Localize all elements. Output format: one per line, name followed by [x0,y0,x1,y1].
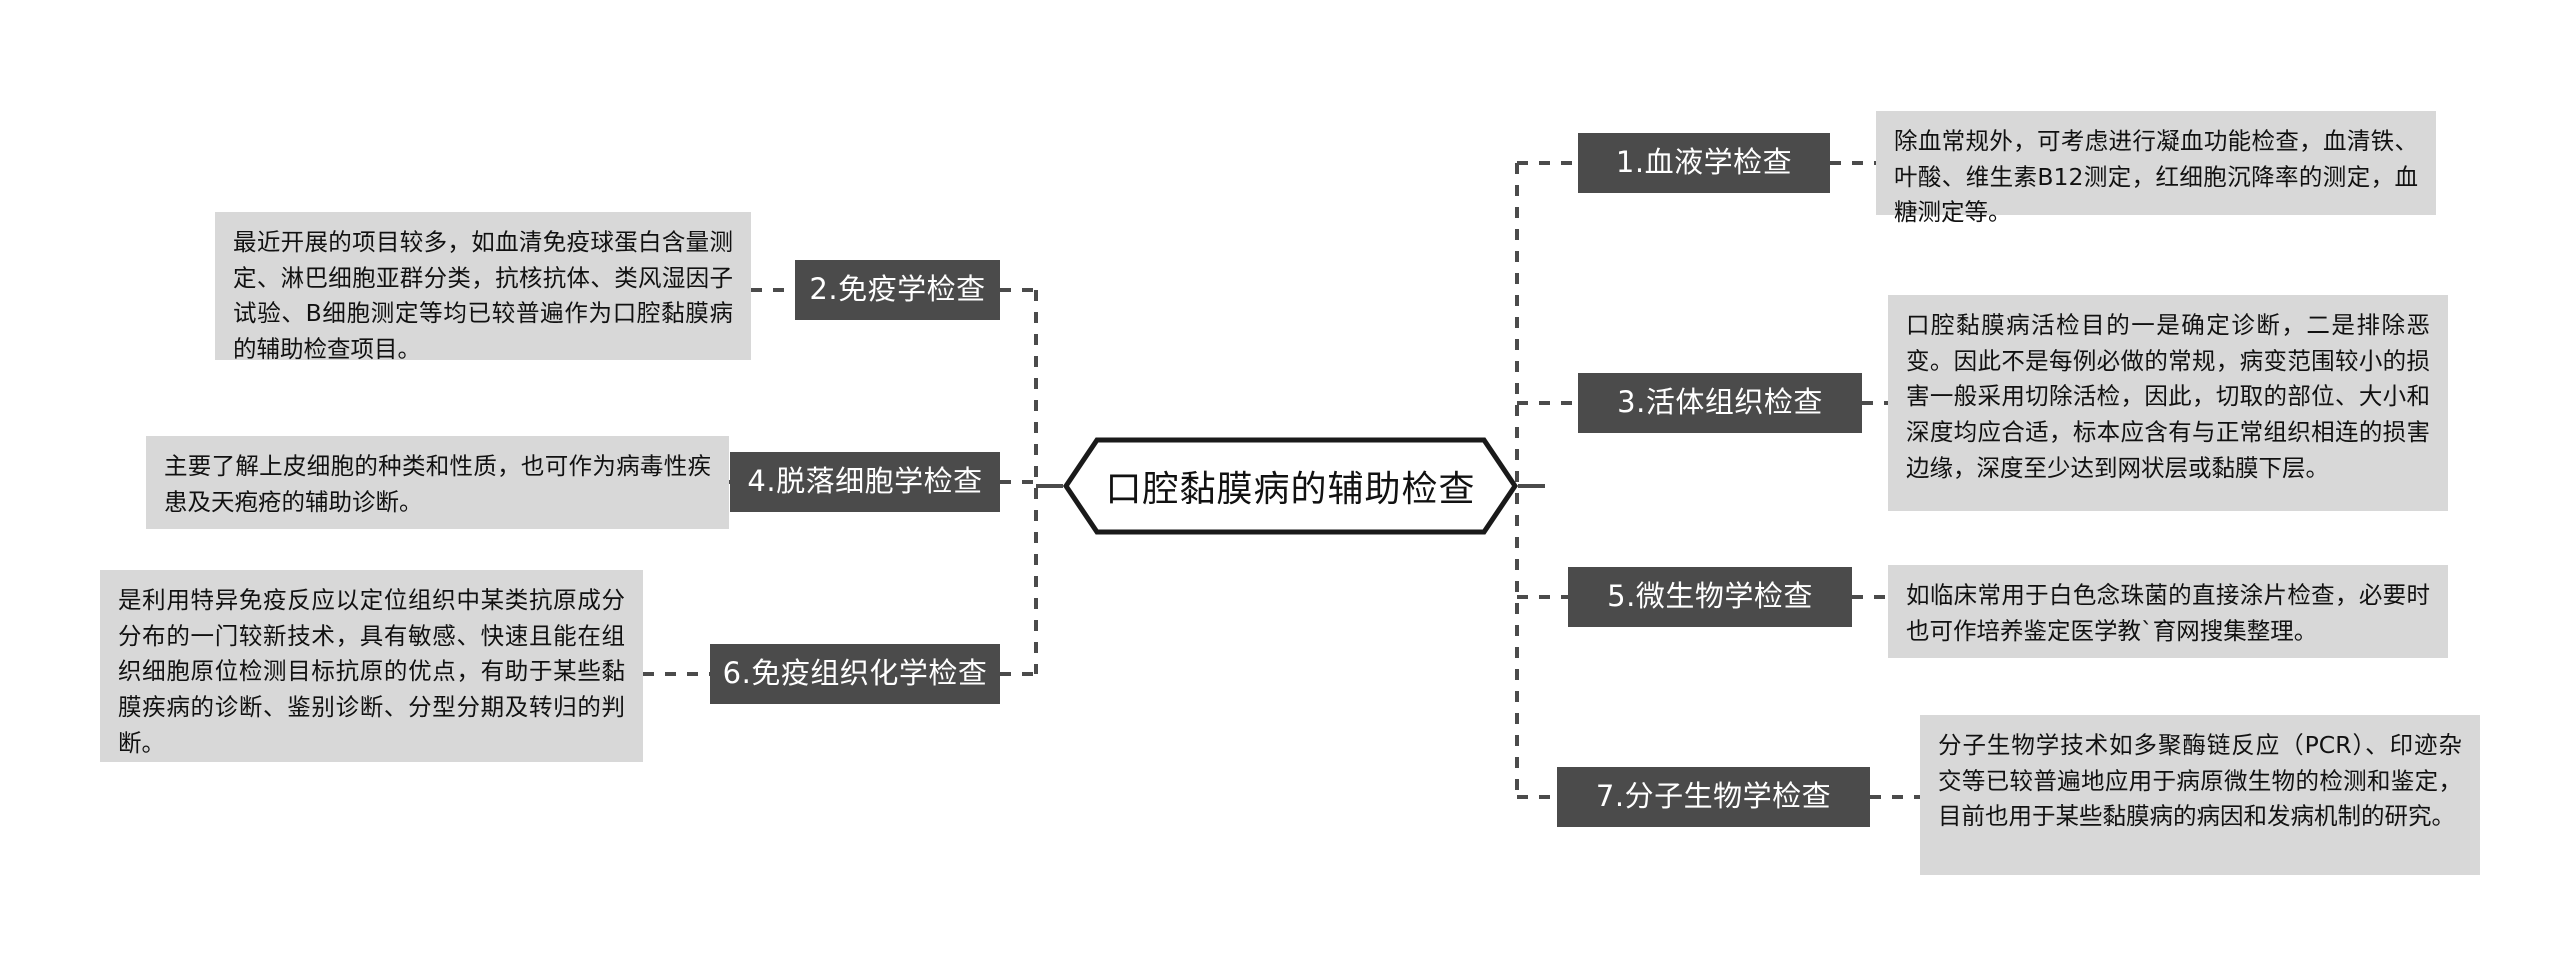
hexagon-shape [1063,437,1518,535]
center-topic-node[interactable]: 口腔黏膜病的辅助检查 [1063,437,1518,535]
node-7-label: 7.分子生物学检查 [1595,779,1832,814]
description-7: 分子生物学技术如多聚酶链反应（PCR）、印迹杂交等已较普遍地应用于病原微生物的检… [1920,715,2480,875]
node-4-label: 4.脱落细胞学检查 [747,464,983,499]
description-2-text: 最近开展的项目较多，如血清免疫球蛋白含量测定、淋巴细胞亚群分类，抗核抗体、类风湿… [233,228,733,364]
node-4-exfoliative-cytology-test[interactable]: 4.脱落细胞学检查 [730,452,1000,512]
description-5-text: 如临床常用于白色念珠菌的直接涂片检查，必要时也可作培养鉴定医学教`育网搜集整理。 [1906,581,2430,645]
description-6-text: 是利用特异免疫反应以定位组织中某类抗原成分分布的一门较新技术，具有敏感、快速且能… [118,586,625,757]
description-6: 是利用特异免疫反应以定位组织中某类抗原成分分布的一门较新技术，具有敏感、快速且能… [100,570,643,762]
node-6-immunohistochemistry-test[interactable]: 6.免疫组织化学检查 [710,644,1000,704]
node-1-blood-test[interactable]: 1.血液学检查 [1578,133,1830,193]
node-3-label: 3.活体组织检查 [1617,385,1823,420]
node-2-label: 2.免疫学检查 [809,272,986,307]
description-3: 口腔黏膜病活检目的一是确定诊断，二是排除恶变。因此不是每例必做的常规，病变范围较… [1888,295,2448,511]
description-1-text: 除血常规外，可考虑进行凝血功能检查，血清铁、叶酸、维生素B12测定，红细胞沉降率… [1894,127,2418,227]
node-1-label: 1.血液学检查 [1615,145,1793,180]
node-6-label: 6.免疫组织化学检查 [722,656,988,691]
node-5-label: 5.微生物学检查 [1607,579,1813,614]
description-5: 如临床常用于白色念珠菌的直接涂片检查，必要时也可作培养鉴定医学教`育网搜集整理。 [1888,565,2448,658]
description-7-text: 分子生物学技术如多聚酶链反应（PCR）、印迹杂交等已较普遍地应用于病原微生物的检… [1938,731,2462,831]
node-3-biopsy-test[interactable]: 3.活体组织检查 [1578,373,1862,433]
description-3-text: 口腔黏膜病活检目的一是确定诊断，二是排除恶变。因此不是每例必做的常规，病变范围较… [1906,311,2430,482]
node-5-microbiology-test[interactable]: 5.微生物学检查 [1568,567,1852,627]
description-4-text: 主要了解上皮细胞的种类和性质，也可作为病毒性疾患及天疱疮的辅助诊断。 [164,452,711,516]
node-2-immunology-test[interactable]: 2.免疫学检查 [795,260,1000,320]
node-7-molecular-biology-test[interactable]: 7.分子生物学检查 [1557,767,1870,827]
center-topic-label: 口腔黏膜病的辅助检查 [1105,469,1476,510]
description-1: 除血常规外，可考虑进行凝血功能检查，血清铁、叶酸、维生素B12测定，红细胞沉降率… [1876,111,2436,226]
description-2: 最近开展的项目较多，如血清免疫球蛋白含量测定、淋巴细胞亚群分类，抗核抗体、类风湿… [215,212,751,364]
description-4: 主要了解上皮细胞的种类和性质，也可作为病毒性疾患及天疱疮的辅助诊断。 [146,436,729,529]
